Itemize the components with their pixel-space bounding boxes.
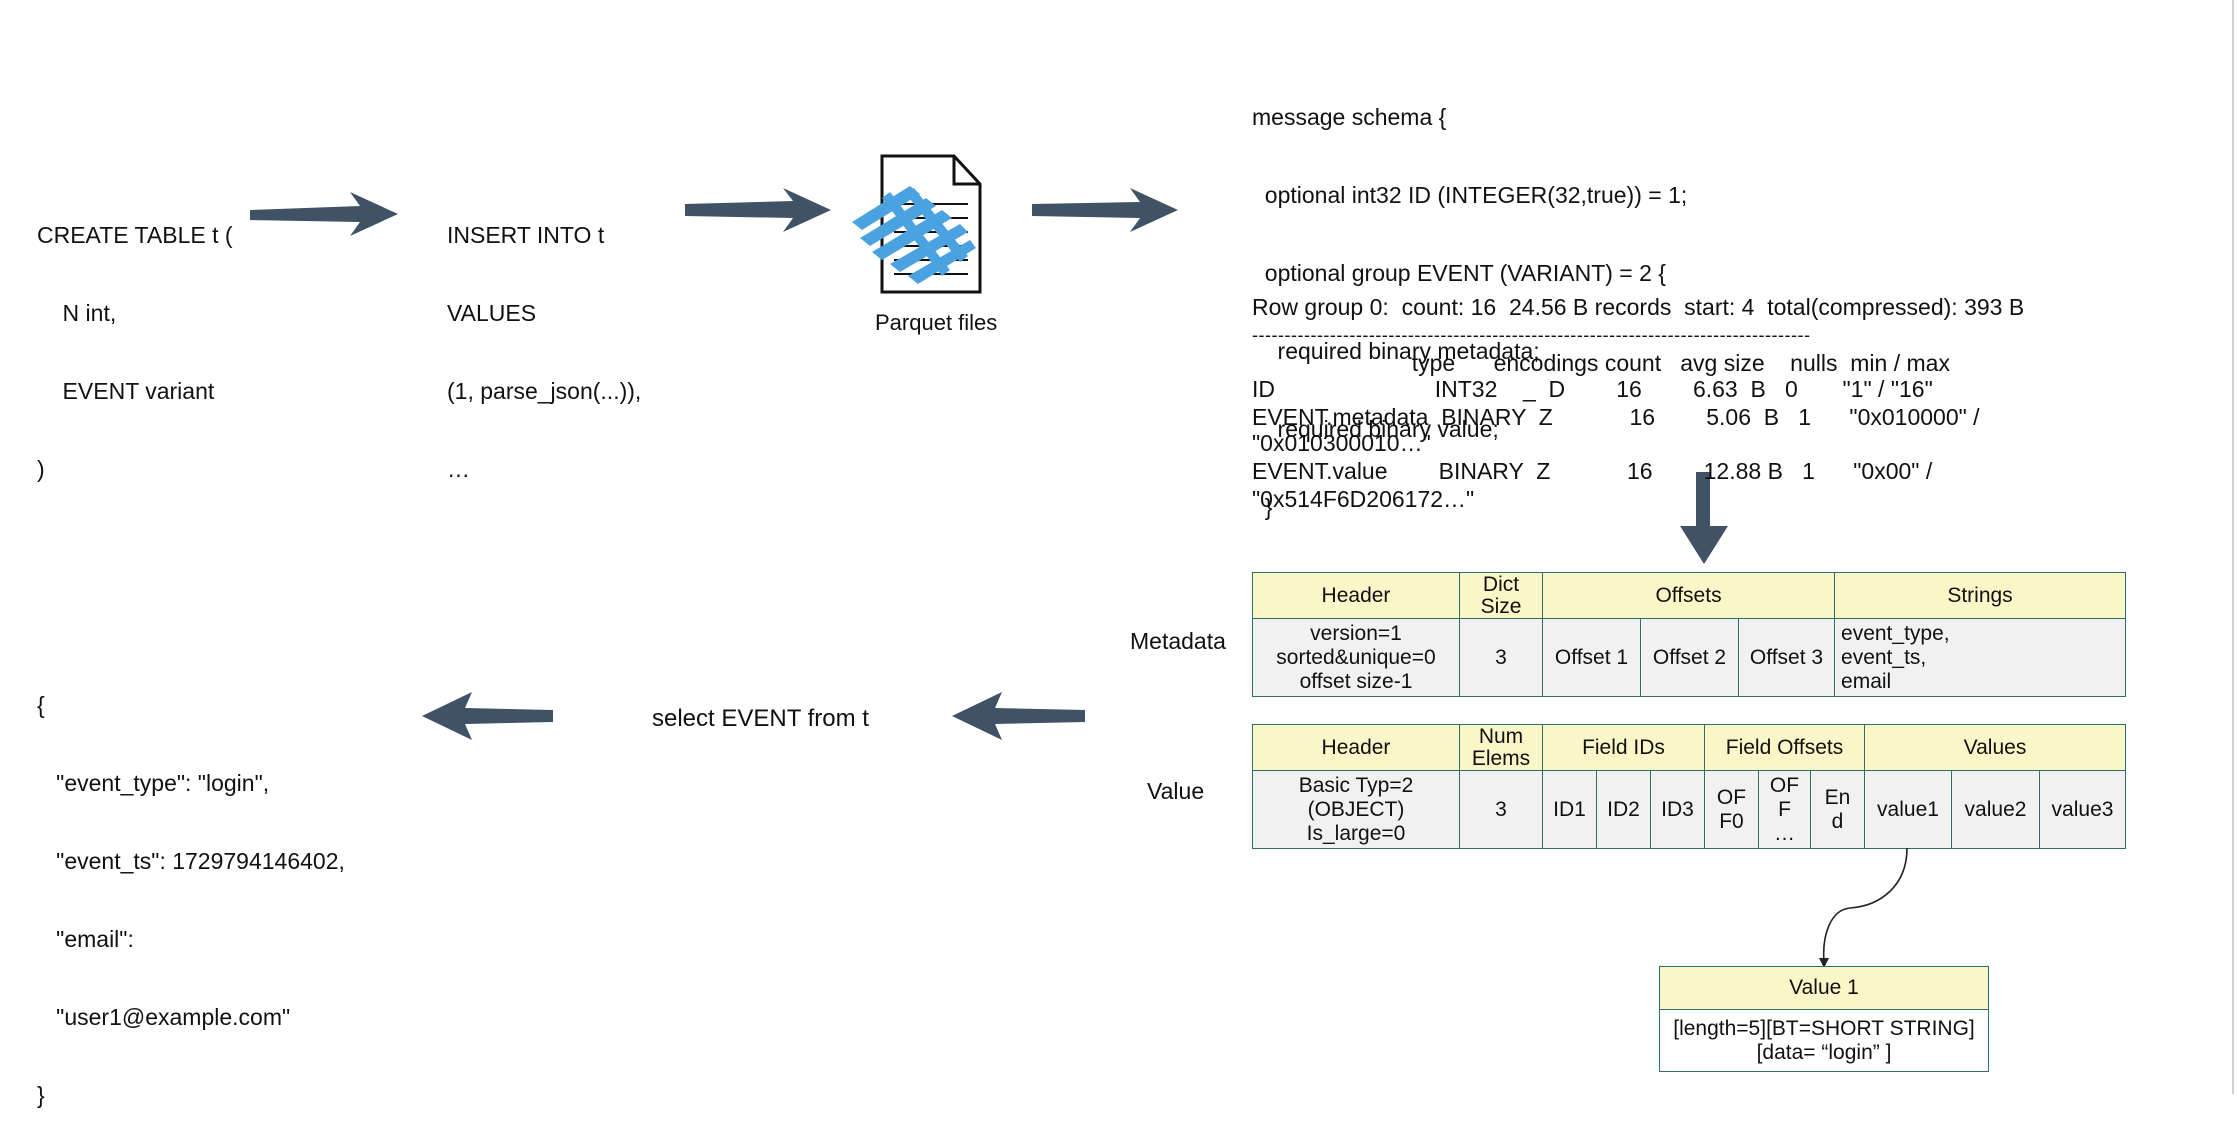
value1-line: [length=5][BT=SHORT STRING] (1673, 1016, 1975, 1040)
json-line: { (37, 692, 45, 718)
metadata-string: event_type, (1841, 621, 1950, 645)
value-field-id: ID2 (1596, 770, 1651, 849)
value-field-id: ID1 (1542, 770, 1597, 849)
value-detail-line: (OBJECT) (1307, 797, 1405, 821)
row-group-row: "0x514F6D206172…" (1252, 486, 1475, 512)
metadata-offsets-cell: Offsets (1541, 572, 1836, 619)
value-detail-line: Is_large=0 (1306, 821, 1406, 845)
row-group-row: EVENT.metadata BINARY Z 16 5.06 B 1 "0x0… (1252, 404, 1980, 430)
value-field-id: ID3 (1650, 770, 1705, 849)
parquet-schema: message schema { optional int32 ID (INTE… (1252, 52, 1687, 624)
row-group-row: EVENT.value BINARY Z 16 12.88 B 1 "0x00"… (1252, 458, 1933, 484)
row-group-row: "0x010300010…" (1252, 430, 1431, 456)
parquet-files-label: Parquet files (875, 310, 998, 335)
row-group-row: ID INT32 _ D 16 6.63 B 0 "1" / "16" (1252, 376, 1933, 402)
metadata-detail-line: sorted&unique=0 (1276, 645, 1436, 669)
arrow-left-1 (952, 692, 1085, 740)
create-line: N int, (37, 300, 117, 326)
create-line: EVENT variant (37, 378, 215, 404)
metadata-offset-1: Offset 1 (1542, 618, 1641, 697)
metadata-header-cell: Header (1252, 572, 1460, 619)
value-detail-line: Basic Typ=2 (1298, 773, 1414, 797)
parquet-file-icon (852, 154, 982, 294)
value-header-cell: Header (1252, 724, 1460, 771)
value1-content: [length=5][BT=SHORT STRING] [data= “logi… (1659, 1009, 1989, 1072)
json-line: } (37, 1082, 45, 1108)
metadata-row-label: Metadata (1130, 628, 1226, 654)
create-line: ) (37, 456, 45, 482)
value-table: Header Num Elems Field IDs Field Offsets… (1252, 724, 2126, 849)
arrow-right-3 (1032, 188, 1178, 232)
metadata-detail-line: version=1 (1310, 621, 1402, 645)
value-header-detail: Basic Typ=2 (OBJECT) Is_large=0 (1252, 770, 1460, 849)
metadata-strings-cell: Strings (1834, 572, 2127, 619)
value-field-offsets-cell: Field Offsets (1704, 724, 1865, 771)
value-field-offset: OF F … (1758, 770, 1811, 849)
row-group-column-header: type encodings count avg size nulls min … (1252, 350, 1950, 376)
schema-line: } (1252, 494, 1273, 520)
json-line: "event_type": "login", (37, 770, 270, 796)
json-line: "user1@example.com" (37, 1004, 291, 1030)
arrow-right-2 (685, 188, 831, 232)
metadata-dict-size-cell: Dict Size (1459, 572, 1543, 619)
metadata-detail-line: offset size-1 (1299, 669, 1413, 693)
metadata-offset-3: Offset 3 (1737, 618, 1836, 697)
arrow-left-2 (422, 692, 553, 740)
metadata-table: Header Dict Size Offsets Strings version… (1252, 572, 2127, 697)
insert-line: (1, parse_json(...)), (447, 378, 642, 404)
value1-box: Value 1 [length=5][BT=SHORT STRING] [dat… (1659, 966, 1989, 1072)
insert-line: VALUES (447, 300, 537, 326)
value1-title: Value 1 (1659, 966, 1989, 1010)
value1-line: [data= “login” ] (1756, 1040, 1892, 1064)
schema-line: message schema { (1252, 104, 1447, 130)
select-sql: select EVENT from t (652, 705, 869, 732)
json-line: "email": (37, 926, 134, 952)
metadata-dict-size-value: 3 (1459, 618, 1543, 697)
scrollbar-track[interactable] (2232, 0, 2234, 1094)
arrow-right-1 (250, 192, 398, 236)
arrow-down (1680, 472, 1728, 564)
value-field-offset: OF F0 (1704, 770, 1759, 849)
insert-line: … (447, 456, 470, 482)
value-item: value1 (1864, 770, 1952, 849)
value-item: value3 (2039, 770, 2126, 849)
metadata-strings-value: event_type, event_ts, email (1834, 618, 2127, 697)
value-item: value2 (1951, 770, 2040, 849)
value-field-ids-cell: Field IDs (1542, 724, 1705, 771)
metadata-header-detail: version=1 sorted&unique=0 offset size-1 (1252, 618, 1460, 697)
value-num-elems-value: 3 (1459, 770, 1543, 849)
schema-line: required binary metadata; (1252, 338, 1540, 364)
json-result: { "event_type": "login", "event_ts": 172… (37, 640, 345, 1134)
schema-line: required binary value; (1252, 416, 1499, 442)
value-values-cell: Values (1864, 724, 2126, 771)
json-line: "event_ts": 1729794146402, (37, 848, 345, 874)
insert-sql: INSERT INTO t VALUES (1, parse_json(...)… (447, 170, 641, 508)
value-field-offset: En d (1810, 770, 1865, 849)
insert-line: INSERT INTO t (447, 222, 605, 248)
create-table-sql: CREATE TABLE t ( N int, EVENT variant ) (37, 170, 233, 508)
create-line: CREATE TABLE t ( (37, 222, 233, 248)
metadata-offset-2: Offset 2 (1640, 618, 1739, 697)
value-num-elems-cell: Num Elems (1459, 724, 1543, 771)
value1-connector (1819, 847, 1908, 968)
metadata-string: email (1841, 669, 1892, 693)
row-group-divider: ----------------------------------------… (1252, 325, 1811, 345)
row-group-summary: Row group 0: count: 16 24.56 B records s… (1252, 294, 2025, 320)
schema-line: optional group EVENT (VARIANT) = 2 { (1252, 260, 1666, 286)
metadata-string: event_ts, (1841, 645, 1927, 669)
value-row-label: Value (1147, 778, 1205, 804)
schema-line: optional int32 ID (INTEGER(32,true)) = 1… (1252, 182, 1688, 208)
